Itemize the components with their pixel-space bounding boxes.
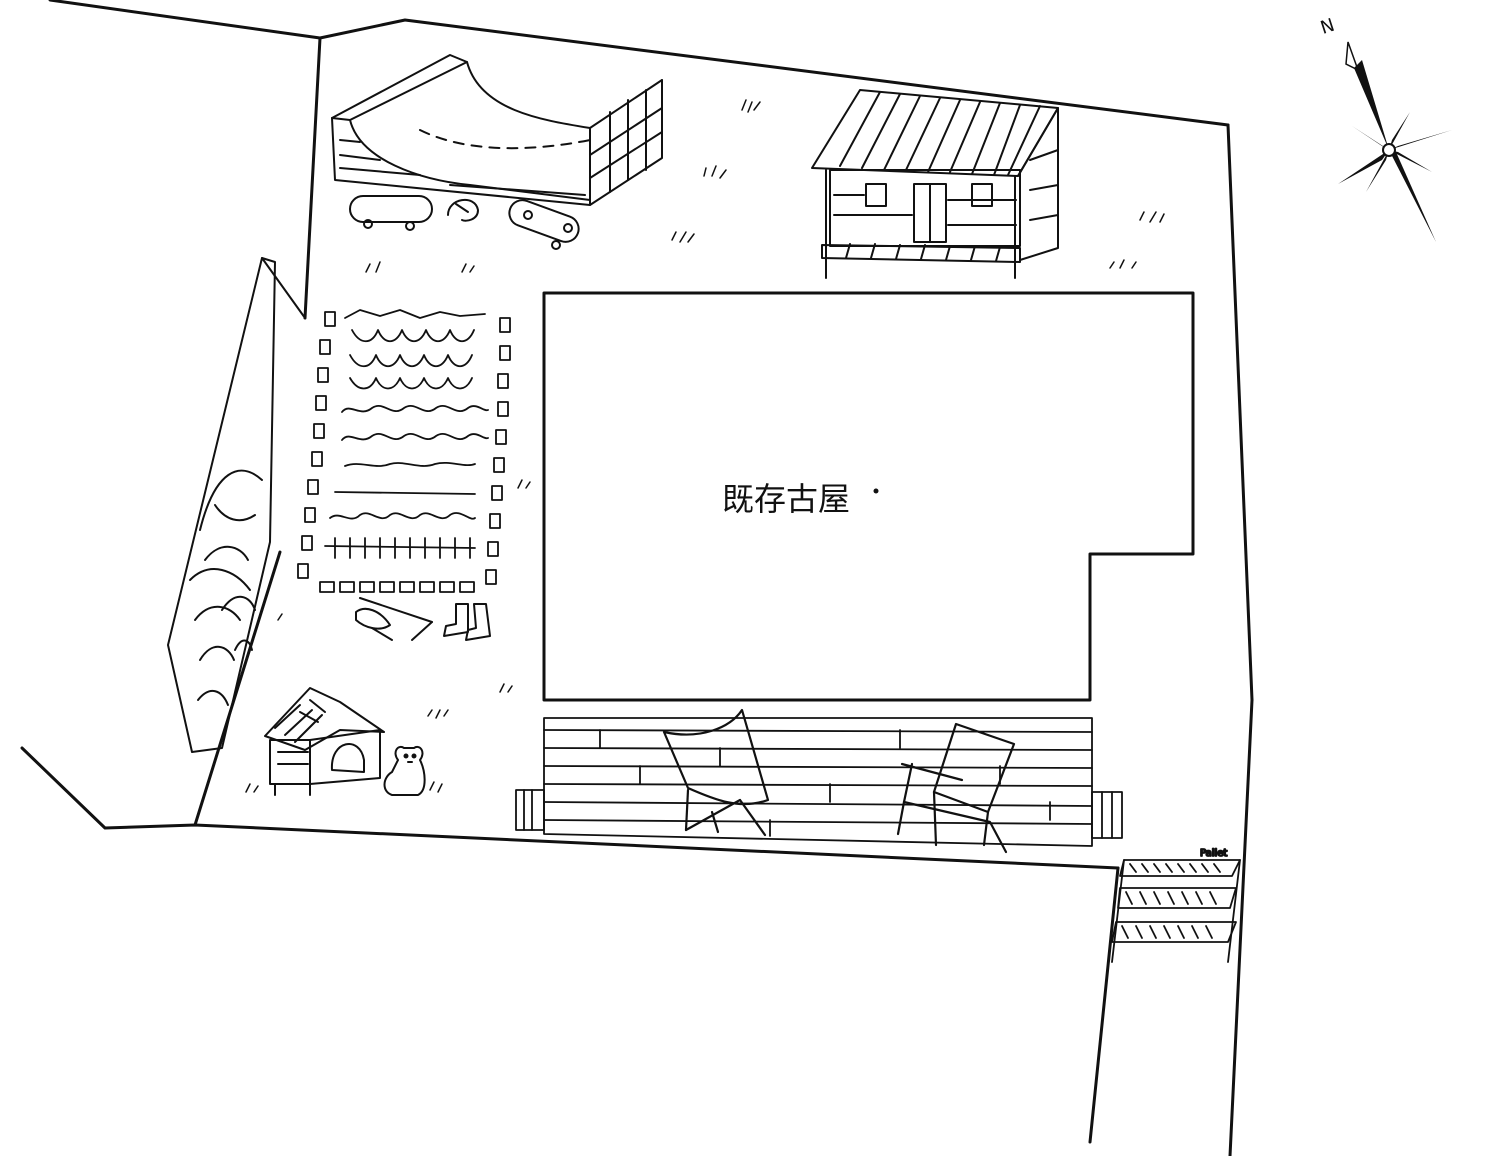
compass-north-label: N xyxy=(1318,15,1337,39)
existing-house: 既存古屋 xyxy=(542,291,1195,702)
half-pipe-ramp xyxy=(331,54,663,206)
compass-rose: N xyxy=(1318,15,1452,242)
skateboard xyxy=(349,195,433,231)
butterfly-chair xyxy=(662,708,770,837)
deck-steps xyxy=(515,789,1123,839)
gardening-tools xyxy=(355,597,433,641)
skateboard xyxy=(508,199,580,250)
property-boundary xyxy=(20,0,1254,1156)
shelf-sign-label: Pallet xyxy=(1200,848,1227,859)
vegetable-garden xyxy=(297,309,511,593)
dog-house xyxy=(264,687,385,796)
storage-shed xyxy=(811,89,1059,279)
dog xyxy=(383,746,426,796)
folding-chair xyxy=(896,722,1016,854)
helmet xyxy=(447,199,479,222)
boots xyxy=(443,603,491,641)
existing-house-label: 既存古屋 xyxy=(722,480,850,518)
grass-tufts xyxy=(245,99,1165,793)
pallet-shelf: Pallet xyxy=(1111,847,1241,963)
wood-deck xyxy=(543,717,1093,847)
stone-wall xyxy=(167,257,306,753)
